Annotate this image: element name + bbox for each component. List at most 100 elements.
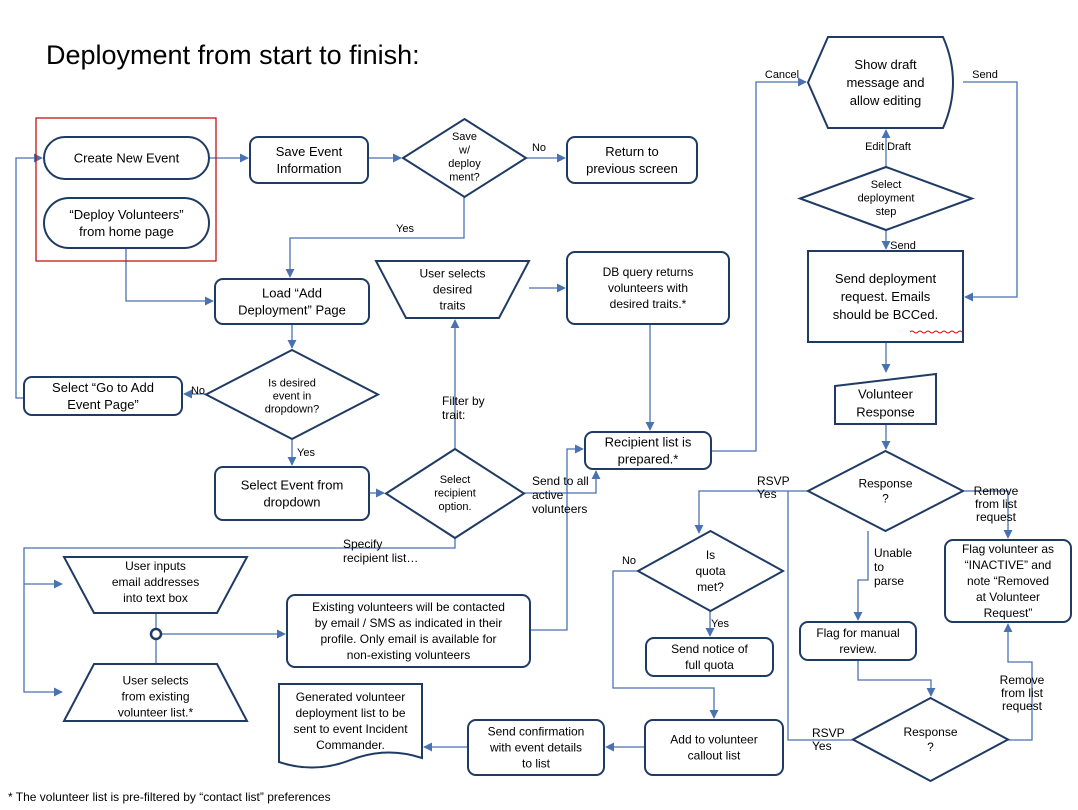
- edge-label-text: No: [622, 555, 636, 567]
- edge-review-to-response2: [857, 660, 936, 697]
- node-shape: [384, 447, 526, 540]
- node-text: Recipient list is: [605, 435, 692, 450]
- node-text: Commander.: [316, 738, 385, 752]
- node-text: previous screen: [586, 161, 678, 176]
- node-db-query: DB query returns volunteers with desired t…: [566, 251, 730, 325]
- node-shape: [62, 556, 249, 614]
- edge-label-text: Yes: [812, 739, 832, 753]
- node-text: Deployment” Page: [238, 303, 346, 318]
- edge-label-send-step: Send: [890, 240, 916, 252]
- node-text: ?: [882, 492, 889, 506]
- node-text: review.: [839, 642, 876, 656]
- edge-label-cancel: Cancel: [765, 69, 799, 81]
- node-text: dropdown: [263, 495, 320, 510]
- edge-label-text: Yes: [297, 447, 315, 459]
- node-text: w/: [458, 144, 471, 156]
- node-text: Generated volunteer: [296, 690, 405, 704]
- node-shape: [806, 36, 954, 129]
- node-text: Information: [276, 161, 341, 176]
- edge-label-text: parse: [874, 574, 904, 588]
- edge-label-text: from list: [1001, 686, 1044, 700]
- edge-label-text: Send: [972, 69, 998, 81]
- node-text: callout list: [688, 749, 741, 763]
- node-shape: [850, 696, 1011, 783]
- node-text: non-existing volunteers: [347, 648, 470, 662]
- node-add-callout-list: Add to volunteer callout list: [644, 719, 784, 776]
- edge-label-text: to: [874, 560, 884, 574]
- edge-label-text: Send: [890, 240, 916, 252]
- node-text: Is desired: [268, 378, 316, 390]
- node-text: recipient: [434, 488, 476, 500]
- node-response-decision-2: Response?: [850, 696, 1011, 783]
- junction-marker: [149, 627, 163, 641]
- edges-layer: [15, 77, 1033, 752]
- node-text: User selects: [419, 267, 485, 281]
- node-shape: [644, 719, 784, 776]
- node-shape: [807, 250, 964, 343]
- edge-decision-remove-to-inactive: [963, 490, 1013, 539]
- edge-label-text: active: [532, 488, 564, 502]
- node-text: ?: [927, 740, 934, 754]
- edge-label-text: Yes: [396, 223, 414, 235]
- node-shape: [23, 376, 183, 416]
- edge-decision-rsvp-to-quota: [694, 490, 808, 534]
- edge-label-no-save: No: [532, 142, 546, 154]
- node-text: Flag volunteer as: [962, 542, 1054, 556]
- node-text: with event details: [489, 741, 582, 755]
- node-text: Request”: [984, 606, 1033, 620]
- node-text: Add to volunteer: [670, 733, 757, 747]
- node-shape: [944, 539, 1072, 623]
- node-shape: [799, 621, 917, 661]
- edge-label-no-quota: No: [622, 555, 636, 567]
- node-text: Response: [858, 477, 912, 491]
- node-text: option.: [438, 501, 471, 513]
- edge-label-text: RSVP: [812, 726, 845, 740]
- edge-response2-remove-to-inactive: [1003, 623, 1033, 741]
- edge-label-text: Yes: [757, 487, 777, 501]
- node-text: Return to: [605, 144, 658, 159]
- edge-label-edit-draft: Edit Draft: [865, 141, 911, 153]
- node-shape: [249, 136, 369, 184]
- edge-label-text: Remove: [1000, 673, 1045, 687]
- node-text: DB query returns: [603, 265, 694, 279]
- node-text: Is: [706, 548, 715, 562]
- node-text: volunteers with: [608, 281, 688, 295]
- nodes-layer: Create New Event“Deploy Volunteers”from …: [23, 36, 1072, 783]
- edge-label-text: Unable: [874, 546, 912, 560]
- node-text: profile. Only email is available for: [320, 632, 496, 646]
- node-shape: [278, 683, 423, 769]
- node-text: should be BCCed.: [833, 307, 939, 322]
- node-text: Send notice of: [671, 642, 748, 656]
- edge-label-text: RSVP: [757, 474, 790, 488]
- edge-label-text: Yes: [711, 618, 729, 630]
- edge-label-text: request: [976, 510, 1017, 524]
- footnote: * The volunteer list is pre-filtered by …: [8, 790, 331, 804]
- node-text: Create New Event: [74, 151, 180, 166]
- node-text: from home page: [79, 224, 174, 239]
- node-text: Select Event from: [241, 478, 344, 493]
- node-text: to list: [522, 757, 551, 771]
- edge-label-text: Cancel: [765, 69, 799, 81]
- node-text: step: [876, 206, 897, 218]
- node-shape: [374, 260, 531, 319]
- node-text: Send deployment: [835, 271, 937, 286]
- node-shape: [214, 466, 370, 521]
- node-text: Send confirmation: [488, 725, 585, 739]
- edge-label-text: volunteers: [532, 502, 587, 516]
- node-text: note “Removed: [967, 574, 1049, 588]
- node-text: desired traits.*: [610, 297, 687, 311]
- node-return-previous: Return to previous screen: [566, 136, 698, 184]
